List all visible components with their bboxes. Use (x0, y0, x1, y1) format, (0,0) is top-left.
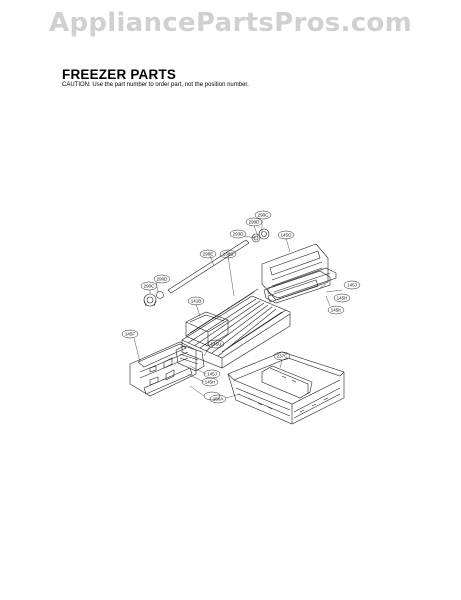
callout-141B: 141B (191, 299, 202, 304)
leader-lines (133, 220, 343, 399)
callout-290C: 290C (258, 213, 270, 218)
watermark: AppliancePartsPros.com (49, 8, 412, 38)
callout-293D: 293D (233, 232, 245, 237)
freezer-basket (227, 351, 345, 425)
small-bin (185, 311, 229, 347)
callout-145J: 145J (347, 283, 357, 288)
caution-note: CAUTION: Use the part number to order pa… (62, 82, 249, 88)
callout-145J-left: 145J (207, 372, 217, 377)
wire-basket (181, 288, 291, 369)
callout-237C: 237C (277, 354, 289, 359)
callout-145H: 145H (337, 296, 348, 301)
rail-shaft (167, 239, 250, 294)
right-slide-inner (267, 267, 337, 299)
callout-145U: 145U (211, 342, 222, 347)
callout-145G: 145G (280, 233, 292, 238)
callout-145F: 145F (125, 332, 136, 337)
left-slide-rail (129, 341, 197, 397)
callout-290D-left: 290D (157, 277, 169, 282)
callout-labels: 290C 290D 293D 145G 290E 290D 290C 138B … (125, 213, 357, 402)
callout-290C-left: 290C (144, 284, 156, 289)
callout-145H-left: 145H (205, 380, 216, 385)
callout-290D: 290D (249, 220, 261, 225)
callout-290E: 290E (203, 252, 214, 257)
page-title: FREEZER PARTS (62, 67, 177, 82)
basket-divider (261, 365, 313, 399)
roller-left (143, 291, 164, 307)
shaft-cap-top (251, 228, 270, 243)
callout-ovals (121, 210, 361, 404)
callout-150A: 150A (213, 397, 224, 402)
right-slide-rail (261, 243, 331, 304)
left-slide-inner (175, 345, 205, 372)
callout-145K: 145K (331, 308, 342, 313)
callout-138B: 138B (223, 252, 234, 257)
